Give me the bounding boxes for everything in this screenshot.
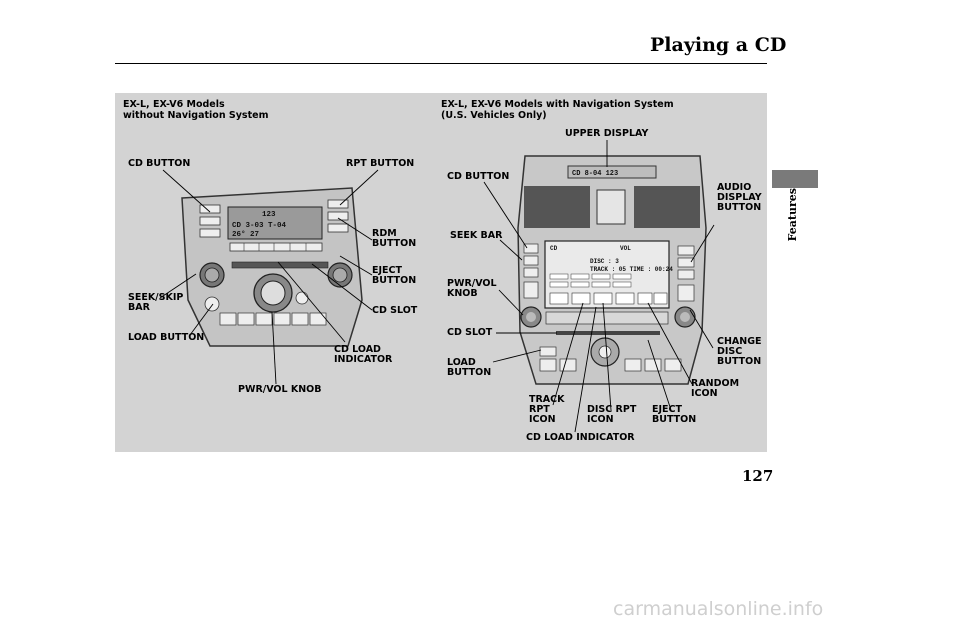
left-model-heading: EX-L, EX-V6 Models without Navigation Sy… — [123, 99, 269, 121]
page-number: 127 — [742, 467, 774, 485]
right-cd-button-label: CD BUTTON — [447, 171, 510, 182]
right-cd-load-indicator-label: CD LOAD INDICATOR — [526, 432, 635, 443]
right-load-button-label: LOAD BUTTON — [447, 357, 492, 378]
left-cd-load-indicator-label: CD LOAD INDICATOR — [334, 344, 393, 365]
screen-disc: DISC : 3 — [590, 258, 619, 265]
page-title: Playing a CD — [650, 34, 787, 56]
left-seek-skip-bar-label: SEEK/SKIP BAR — [128, 292, 184, 313]
right-track-rpt-icon-label: TRACK RPT ICON — [529, 394, 565, 425]
upper-display-text: CD 8-04 123 — [572, 170, 618, 178]
right-audio-display-button-label: AUDIO DISPLAY BUTTON — [717, 182, 762, 213]
left-display-line2: CD 3-03 T-04 — [232, 222, 287, 230]
right-model-heading: EX-L, EX-V6 Models with Navigation Syste… — [441, 99, 674, 121]
left-rpt-button-label: RPT BUTTON — [346, 158, 415, 169]
right-pwr-vol-knob-label: PWR/VOL KNOB — [447, 278, 497, 299]
left-cd-slot-label: CD SLOT — [372, 305, 418, 316]
section-tab — [772, 170, 818, 188]
right-disc-rpt-icon-label: DISC RPT ICON — [587, 404, 637, 425]
right-seek-bar-label: SEEK BAR — [450, 230, 503, 241]
left-display-line3: 26° 27 — [232, 230, 259, 239]
left-display-line1: 123 — [262, 211, 276, 219]
screen-source: CD — [550, 245, 558, 252]
left-eject-button-label: EJECT BUTTON — [372, 265, 417, 286]
right-upper-display-label: UPPER DISPLAY — [565, 128, 649, 139]
screen-vol: VOL — [620, 245, 631, 252]
right-eject-button-label: EJECT BUTTON — [652, 404, 697, 425]
title-rule — [115, 63, 767, 64]
right-random-icon-label: RANDOM ICON — [691, 378, 740, 399]
right-nav-unit — [517, 155, 707, 385]
left-load-button-label: LOAD BUTTON — [128, 332, 205, 343]
watermark: carmanualsonline.info — [613, 598, 824, 620]
screen-track: TRACK : 05 TIME : 00:24 — [590, 266, 673, 273]
right-cd-slot-label: CD SLOT — [447, 327, 493, 338]
left-rdm-button-label: RDM BUTTON — [372, 228, 417, 249]
right-change-disc-button-label: CHANGE DISC BUTTON — [717, 336, 762, 367]
left-pwr-vol-knob-label: PWR/VOL KNOB — [238, 384, 322, 395]
left-cd-button-label: CD BUTTON — [128, 158, 191, 169]
